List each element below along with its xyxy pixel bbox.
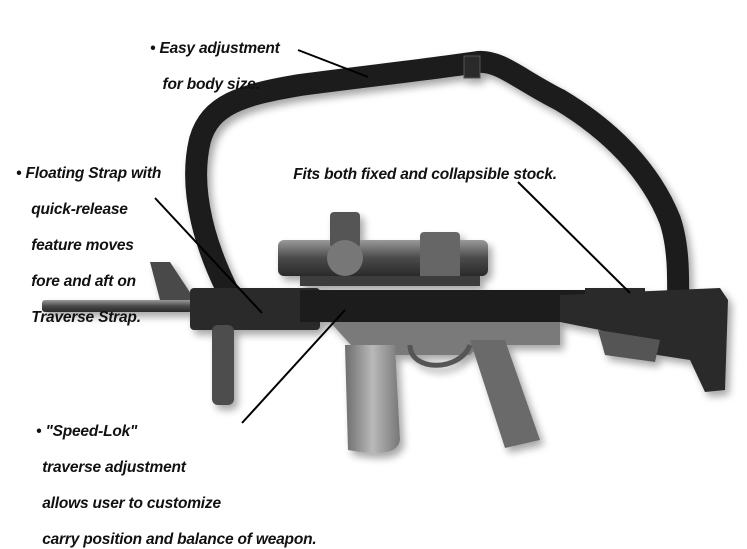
- pistol-grip: [470, 340, 540, 448]
- fore-grip: [212, 325, 234, 405]
- leader-easy-adjustment: [297, 49, 369, 78]
- callout-line: "Speed-Lok": [45, 423, 138, 440]
- bullet: •: [150, 40, 156, 57]
- callout-line: traverse adjustment: [42, 459, 186, 476]
- callout-speed-lok: •"Speed-Lok" traverse adjustment allows …: [28, 405, 316, 549]
- callout-line: quick-release: [31, 201, 128, 218]
- sling-strap: [185, 50, 690, 311]
- magazine: [345, 345, 400, 454]
- callout-line: Fits both fixed and collapsible stock.: [293, 166, 557, 183]
- leader-fits-stock: [517, 181, 631, 294]
- strap-buckle: [463, 55, 481, 79]
- callout-line: carry position and balance of weapon.: [42, 531, 317, 548]
- rifle-illustration: [42, 49, 728, 454]
- callout-line: Traverse Strap.: [31, 309, 141, 326]
- bullet: •: [16, 165, 22, 182]
- scope: [278, 212, 488, 286]
- callout-easy-adjustment: •Easy adjustment for body size.: [142, 22, 280, 94]
- leader-lines: [154, 49, 631, 424]
- callout-floating-strap: •Floating Strap with quick-release featu…: [8, 147, 161, 327]
- leader-speed-lok: [241, 309, 346, 424]
- bullet: •: [36, 423, 42, 440]
- callout-line: Floating Strap with: [25, 165, 162, 182]
- callout-line: allows user to customize: [42, 495, 221, 512]
- callout-fits-stock: Fits both fixed and collapsible stock.: [285, 148, 557, 184]
- callout-line: fore and aft on: [31, 273, 136, 290]
- barrel: [42, 300, 192, 312]
- callout-line: for body size.: [150, 76, 260, 93]
- front-sight: [150, 262, 195, 300]
- callout-line: Easy adjustment: [159, 40, 280, 57]
- leader-floating-strap: [154, 197, 263, 314]
- rifle: [42, 262, 728, 454]
- handguard: [190, 288, 320, 330]
- callout-line: feature moves: [31, 237, 134, 254]
